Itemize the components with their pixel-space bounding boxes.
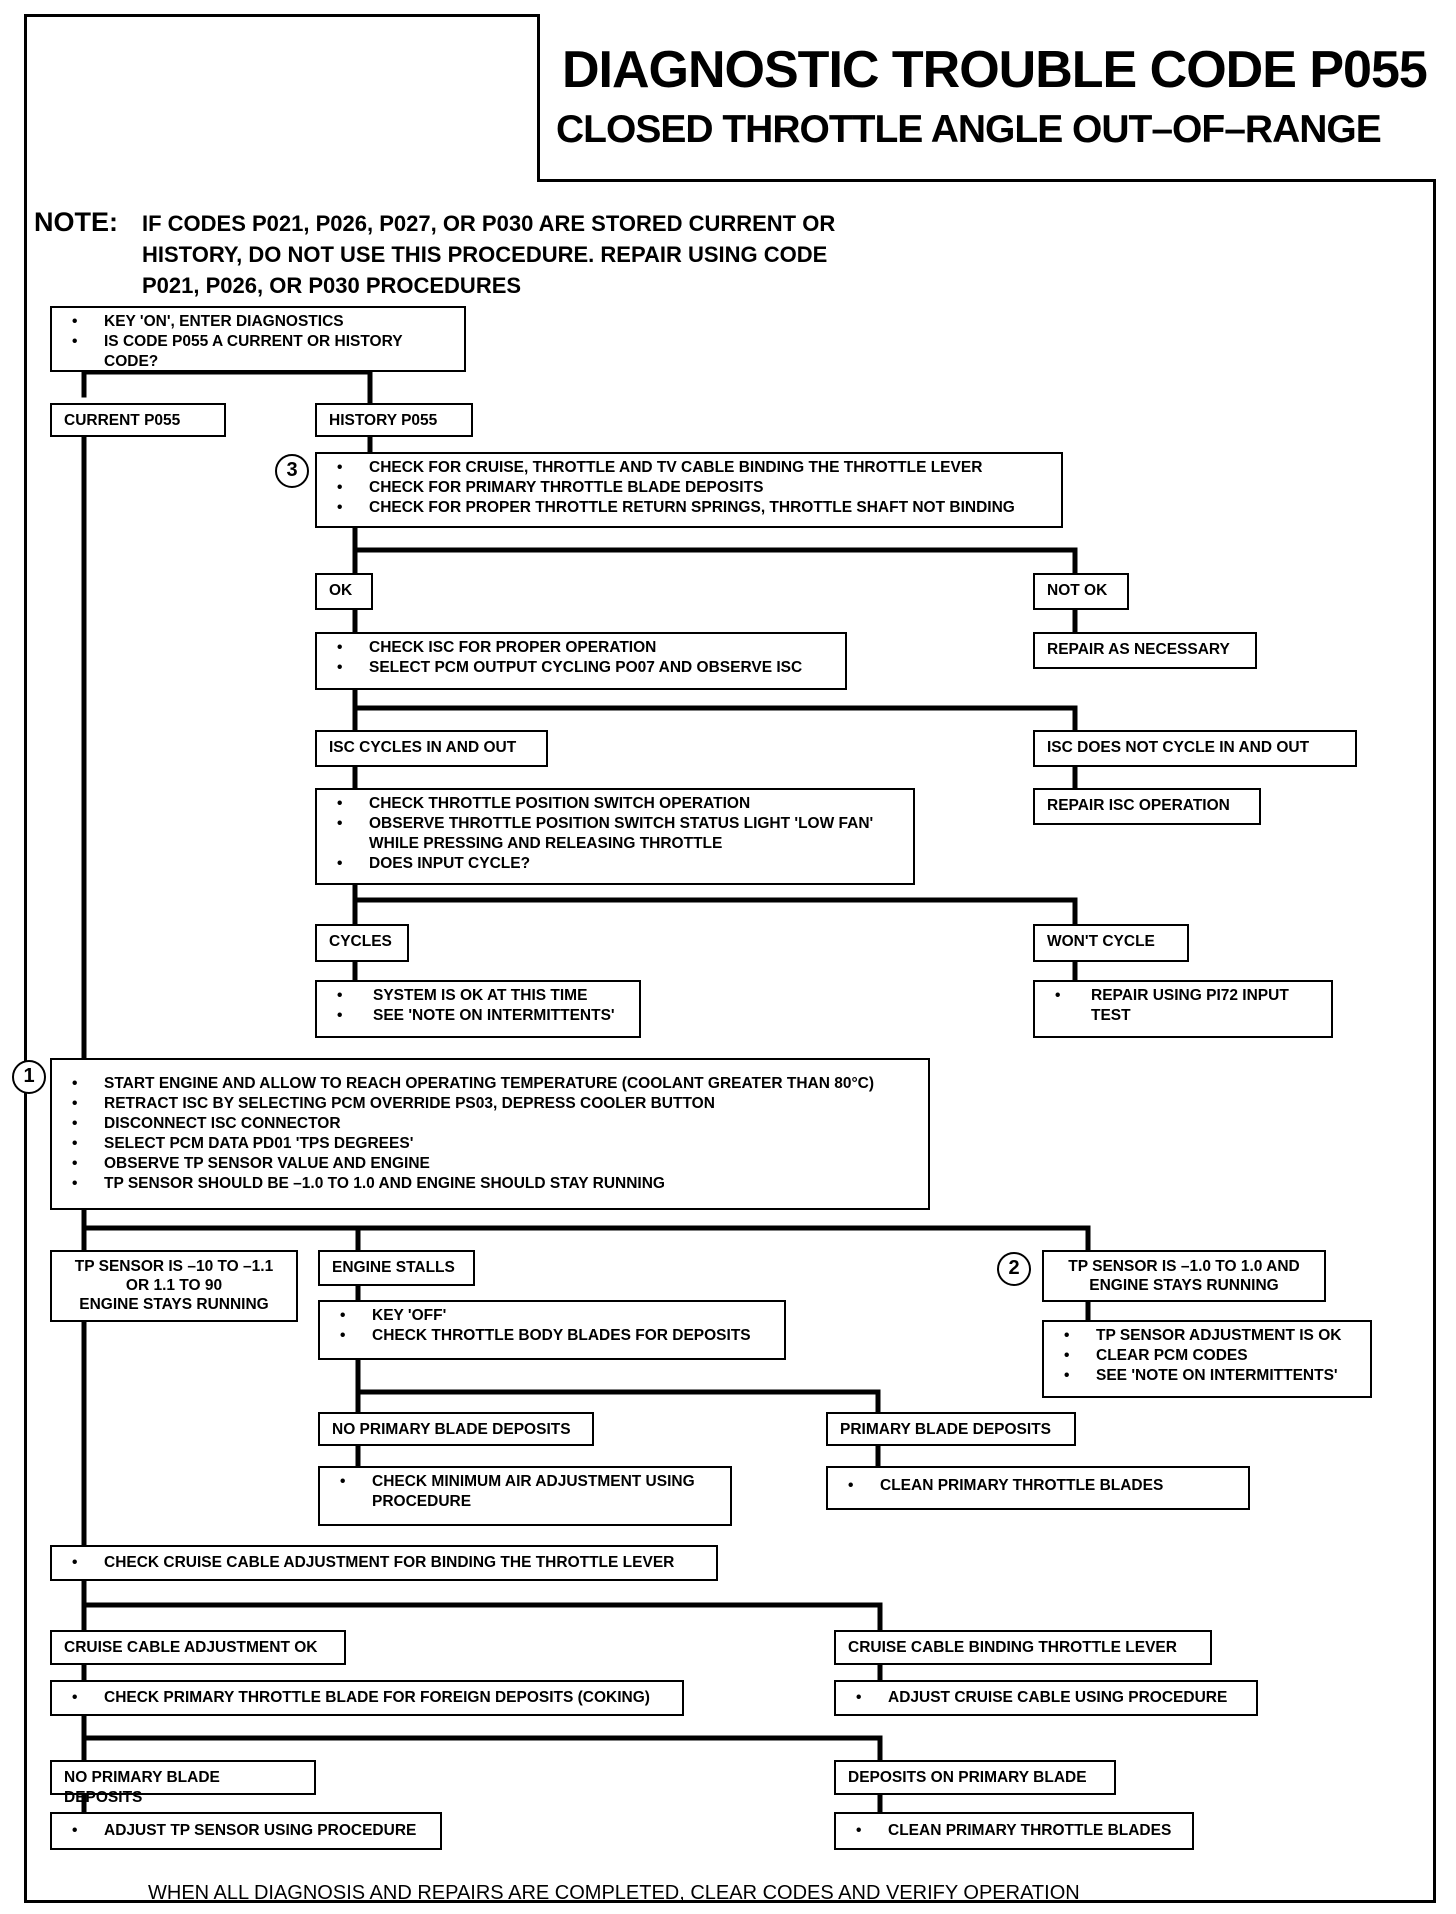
- bullet-item: SEE 'NOTE ON INTERMITTENTS': [1052, 1366, 1362, 1386]
- bullet-item: CHECK ISC FOR PROPER OPERATION: [325, 638, 837, 658]
- bullet-item: SELECT PCM OUTPUT CYCLING PO07 AND OBSER…: [325, 658, 837, 678]
- bullet-item: SEE 'NOTE ON INTERMITTENTS': [325, 1006, 631, 1026]
- bullet-item: CHECK PRIMARY THROTTLE BLADE FOR FOREIGN…: [60, 1688, 674, 1708]
- step-check-coking: CHECK PRIMARY THROTTLE BLADE FOR FOREIGN…: [50, 1680, 684, 1716]
- step-system-ok: SYSTEM IS OK AT THIS TIMESEE 'NOTE ON IN…: [315, 980, 641, 1038]
- footer-note: WHEN ALL DIAGNOSIS AND REPAIRS ARE COMPL…: [148, 1882, 1080, 1904]
- marker-2: 2: [997, 1252, 1031, 1286]
- bullet-item: TP SENSOR SHOULD BE –1.0 TO 1.0 AND ENGI…: [60, 1174, 920, 1194]
- bullet-item: REPAIR USING PI72 INPUT TEST: [1043, 986, 1323, 1026]
- bullet-item: OBSERVE TP SENSOR VALUE AND ENGINE: [60, 1154, 920, 1174]
- step-repair-pi72: REPAIR USING PI72 INPUT TEST: [1033, 980, 1333, 1038]
- step-isc-not-cycle: ISC DOES NOT CYCLE IN AND OUT: [1033, 730, 1357, 767]
- bullet-item: RETRACT ISC BY SELECTING PCM OVERRIDE PS…: [60, 1094, 920, 1114]
- bullet-item: CLEAN PRIMARY THROTTLE BLADES: [836, 1476, 1240, 1496]
- step-repair-necessary: REPAIR AS NECESSARY: [1033, 632, 1257, 669]
- note-text: IF CODES P021, P026, P027, OR P030 ARE S…: [142, 211, 836, 298]
- step-key-off: KEY 'OFF'CHECK THROTTLE BODY BLADES FOR …: [318, 1300, 786, 1360]
- bullet-item: CLEAR PCM CODES: [1052, 1346, 1362, 1366]
- step-tp-in-range: TP SENSOR IS –1.0 TO 1.0 AND ENGINE STAY…: [1042, 1250, 1326, 1302]
- step-min-air: CHECK MINIMUM AIR ADJUSTMENT USING PROCE…: [318, 1466, 732, 1526]
- bullet-item: KEY 'ON', ENTER DIAGNOSTICS: [60, 312, 456, 332]
- step-tps-check: CHECK THROTTLE POSITION SWITCH OPERATION…: [315, 788, 915, 885]
- step-adjust-cruise: ADJUST CRUISE CABLE USING PROCEDURE: [834, 1680, 1258, 1716]
- step-clean-blades-2: CLEAN PRIMARY THROTTLE BLADES: [834, 1812, 1194, 1850]
- step-tp-out-range: TP SENSOR IS –10 TO –1.1 OR 1.1 TO 90 EN…: [50, 1250, 298, 1322]
- bullet-item: IS CODE P055 A CURRENT OR HISTORY CODE?: [60, 332, 456, 372]
- bullet-item: CHECK FOR CRUISE, THROTTLE AND TV CABLE …: [325, 458, 1053, 478]
- bullet-item: CHECK FOR PRIMARY THROTTLE BLADE DEPOSIT…: [325, 478, 1053, 498]
- step-cycles: CYCLES: [315, 924, 409, 962]
- bullet-item: CHECK MINIMUM AIR ADJUSTMENT USING PROCE…: [328, 1472, 722, 1512]
- step-repair-isc: REPAIR ISC OPERATION: [1033, 788, 1261, 825]
- step-tp-ok: TP SENSOR ADJUSTMENT IS OKCLEAR PCM CODE…: [1042, 1320, 1372, 1398]
- bullet-item: CHECK FOR PROPER THROTTLE RETURN SPRINGS…: [325, 498, 1053, 518]
- bullet-item: SELECT PCM DATA PD01 'TPS DEGREES': [60, 1134, 920, 1154]
- note-label: NOTE:: [34, 207, 118, 237]
- page-subtitle: CLOSED THROTTLE ANGLE OUT–OF–RANGE: [556, 108, 1382, 151]
- bullet-item: DISCONNECT ISC CONNECTOR: [60, 1114, 920, 1134]
- marker-1: 1: [12, 1060, 46, 1094]
- bullet-item: ADJUST TP SENSOR USING PROCEDURE: [60, 1821, 432, 1841]
- bullet-item: CLEAN PRIMARY THROTTLE BLADES: [844, 1821, 1184, 1841]
- step-engine-stalls: ENGINE STALLS: [318, 1250, 475, 1286]
- bullet-item: START ENGINE AND ALLOW TO REACH OPERATIN…: [60, 1074, 920, 1094]
- bullet-item: OBSERVE THROTTLE POSITION SWITCH STATUS …: [325, 814, 905, 854]
- step-no-primary-deposits-2: NO PRIMARY BLADE DEPOSITS: [50, 1760, 316, 1806]
- step-engine-check: START ENGINE AND ALLOW TO REACH OPERATIN…: [50, 1058, 930, 1210]
- step-isc-check: CHECK ISC FOR PROPER OPERATIONSELECT PCM…: [315, 632, 847, 690]
- step-start: KEY 'ON', ENTER DIAGNOSTICSIS CODE P055 …: [50, 306, 466, 372]
- bullet-item: CHECK CRUISE CABLE ADJUSTMENT FOR BINDIN…: [60, 1553, 708, 1573]
- title-box: [537, 14, 1436, 182]
- bullet-item: SYSTEM IS OK AT THIS TIME: [325, 986, 631, 1006]
- step-primary-deposits: PRIMARY BLADE DEPOSITS: [826, 1412, 1076, 1446]
- bullet-item: KEY 'OFF': [328, 1306, 776, 1326]
- step-cruise-check: CHECK CRUISE CABLE ADJUSTMENT FOR BINDIN…: [50, 1545, 718, 1581]
- step-adjust-tp: ADJUST TP SENSOR USING PROCEDURE: [50, 1812, 442, 1850]
- step-isc-cycles: ISC CYCLES IN AND OUT: [315, 730, 548, 767]
- step-history: HISTORY P055: [315, 403, 473, 437]
- step-not-ok: NOT OK: [1033, 573, 1129, 610]
- step-no-primary-deposits: NO PRIMARY BLADE DEPOSITS: [318, 1412, 594, 1446]
- step-current: CURRENT P055: [50, 403, 226, 437]
- marker-3: 3: [275, 454, 309, 488]
- step-deposits-on-blade: DEPOSITS ON PRIMARY BLADE: [834, 1760, 1116, 1795]
- bullet-item: DOES INPUT CYCLE?: [325, 854, 905, 874]
- bullet-item: TP SENSOR ADJUSTMENT IS OK: [1052, 1326, 1362, 1346]
- bullet-item: ADJUST CRUISE CABLE USING PROCEDURE: [844, 1688, 1248, 1708]
- bullet-item: CHECK THROTTLE POSITION SWITCH OPERATION: [325, 794, 905, 814]
- page-title: DIAGNOSTIC TROUBLE CODE P055: [562, 41, 1428, 99]
- step-cruise-binding: CRUISE CABLE BINDING THROTTLE LEVER: [834, 1630, 1212, 1665]
- step-clean-blades-1: CLEAN PRIMARY THROTTLE BLADES: [826, 1466, 1250, 1510]
- step-cruise-ok: CRUISE CABLE ADJUSTMENT OK: [50, 1630, 346, 1665]
- bullet-item: CHECK THROTTLE BODY BLADES FOR DEPOSITS: [328, 1326, 776, 1346]
- step-ok: OK: [315, 573, 373, 610]
- step-cable-check: CHECK FOR CRUISE, THROTTLE AND TV CABLE …: [315, 452, 1063, 528]
- step-wont-cycle: WON'T CYCLE: [1033, 924, 1189, 962]
